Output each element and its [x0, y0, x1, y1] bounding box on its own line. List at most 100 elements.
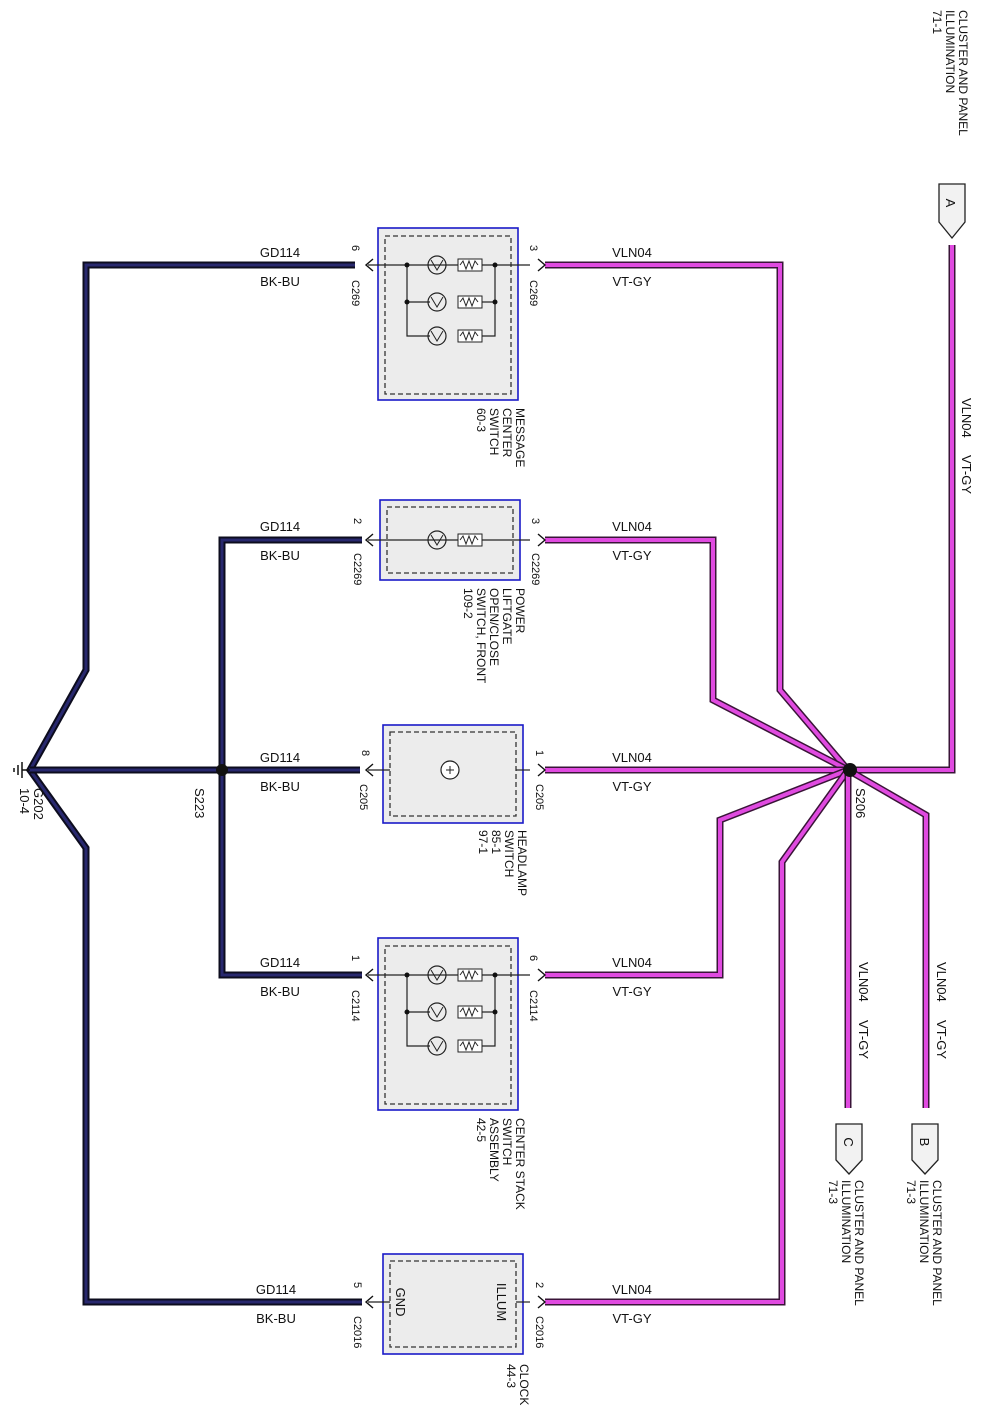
- connector-id: C205: [533, 784, 545, 810]
- component-name-line: 60-3: [474, 408, 488, 432]
- component-name-line: 109-2: [461, 588, 475, 619]
- connector-id: C2114: [349, 990, 361, 1022]
- wire-label-circuit: VLN04: [612, 955, 652, 970]
- connector-labels: 6 C269 3 C269 2 C2269 3 C2269 8 C205 1 C…: [349, 245, 545, 1348]
- wire-label-circuit: GD114: [260, 750, 300, 765]
- connector-letter: C: [841, 1137, 856, 1146]
- pin-number: 6: [349, 245, 361, 251]
- component-name-line: ASSEMBLY: [487, 1118, 501, 1182]
- power-wires: [545, 245, 956, 1306]
- ground-id-label: G202: [31, 788, 46, 820]
- wire-label-circuit: VLN04: [612, 1282, 652, 1297]
- ground-ref-label: 10-4: [17, 788, 32, 814]
- wire-label-color: BK-BU: [260, 274, 300, 289]
- connector-id: C2016: [533, 1316, 545, 1348]
- component-name-line: LIFTGATE: [500, 588, 514, 644]
- pin-number: 6: [527, 955, 539, 961]
- component-name-line: 85-1: [489, 830, 503, 854]
- splice-s206-label: S206: [853, 788, 868, 818]
- lamp-icon: [427, 1002, 483, 1022]
- output-b-line2: ILLUMINATION: [917, 1180, 931, 1263]
- wire-label-color: VT-GY: [612, 984, 651, 999]
- wire-label-circuit: GD114: [256, 1282, 296, 1297]
- offpage-connector-c: C: [835, 1123, 863, 1175]
- connector-id: C205: [357, 784, 369, 810]
- splice-s206-dot: [843, 763, 857, 777]
- header-line1: CLUSTER AND PANEL: [956, 10, 970, 136]
- wire-label-circuit: VLN04: [612, 750, 652, 765]
- pin-number: 5: [351, 1282, 363, 1288]
- output-c-line3: 71-3: [826, 1180, 840, 1204]
- component-clock: GND ILLUM: [368, 1253, 530, 1355]
- offpage-connector-a: A: [938, 183, 966, 240]
- component-name-line: SWITCH: [487, 408, 501, 455]
- wire-label-color: VT-GY: [612, 779, 651, 794]
- wire-label-color: BK-BU: [260, 548, 300, 563]
- wire-label-color: VT-GY: [612, 1311, 651, 1326]
- component-power-liftgate-switch: [368, 499, 530, 581]
- wire-label-circuit: VLN04: [856, 962, 871, 1002]
- pin-number: 1: [533, 750, 545, 756]
- ground-wires: [25, 261, 362, 1306]
- header-line3: 71-1: [930, 10, 944, 34]
- lamp-icon: [427, 292, 483, 312]
- lamp-icon: [427, 1036, 483, 1056]
- wire-label-circuit: VLN04: [612, 245, 652, 260]
- output-c-line2: ILLUMINATION: [839, 1180, 853, 1263]
- component-name-line: MESSAGE: [513, 408, 527, 467]
- header-line2: ILLUMINATION: [943, 10, 957, 93]
- component-name-line: CLOCK: [517, 1364, 531, 1405]
- component-name-line: POWER: [513, 588, 527, 634]
- connector-letter: A: [943, 199, 958, 208]
- connector-letter: B: [917, 1138, 932, 1147]
- wire-label-circuit: GD114: [260, 519, 300, 534]
- wire-label-color: BK-BU: [260, 779, 300, 794]
- connector-id: C2016: [351, 1316, 363, 1348]
- lamp-icon: [427, 326, 483, 346]
- wire-label-circuit: GD114: [260, 245, 300, 260]
- pin-number: 1: [349, 955, 361, 961]
- connector-id: C2269: [351, 553, 363, 585]
- component-center-stack-switch: [368, 937, 530, 1111]
- wire-label-color: VT-GY: [856, 1020, 871, 1059]
- pin-number: 3: [529, 518, 541, 524]
- wire-label-color: BK-BU: [260, 984, 300, 999]
- output-c-line1: CLUSTER AND PANEL: [852, 1180, 866, 1306]
- splice-s223-label: S223: [192, 788, 207, 818]
- pin-number: 8: [359, 750, 371, 756]
- wire-label-color: VT-GY: [612, 274, 651, 289]
- component-name-line: OPEN/CLOSE: [487, 588, 501, 666]
- wire-label-circuit: VLN04: [959, 398, 974, 438]
- component-name-line: 97-1: [476, 830, 490, 854]
- component-name-line: SWITCH: [500, 1118, 514, 1165]
- clock-illum-label: ILLUM: [494, 1283, 509, 1321]
- component-name-line: CENTER STACK: [513, 1118, 527, 1210]
- splice-s223-dot: [216, 764, 228, 776]
- wire-label-circuit: GD114: [260, 955, 300, 970]
- wire-label-circuit: VLN04: [934, 962, 949, 1002]
- clock-gnd-label: GND: [393, 1288, 408, 1317]
- connector-id: C2114: [527, 990, 539, 1022]
- lamp-icon: [427, 255, 483, 275]
- pin-number: 2: [533, 1282, 545, 1288]
- component-name-line: HEADLAMP: [515, 830, 529, 896]
- component-message-center-switch: [368, 227, 530, 401]
- component-name-line: CENTER: [500, 408, 514, 458]
- component-name-line: SWITCH: [502, 830, 516, 877]
- wire-label-color: VT-GY: [959, 455, 974, 494]
- lamp-icon: [427, 965, 483, 985]
- connector-id: C2269: [529, 553, 541, 585]
- pin-number: 3: [527, 245, 539, 251]
- component-name-line: SWITCH, FRONT: [474, 588, 488, 684]
- wire-label-color: BK-BU: [256, 1311, 296, 1326]
- ground-symbol-icon: [13, 762, 30, 778]
- lamp-icon: [427, 530, 483, 550]
- connector-id: C269: [527, 280, 539, 306]
- offpage-connector-b: B: [911, 1123, 939, 1175]
- wire-label-color: VT-GY: [934, 1020, 949, 1059]
- dimmer-icon: [440, 760, 460, 780]
- output-b-line3: 71-3: [904, 1180, 918, 1204]
- component-name-blocks: MESSAGECENTERSWITCH60-3POWERLIFTGATEOPEN…: [461, 408, 531, 1405]
- connector-id: C269: [349, 280, 361, 306]
